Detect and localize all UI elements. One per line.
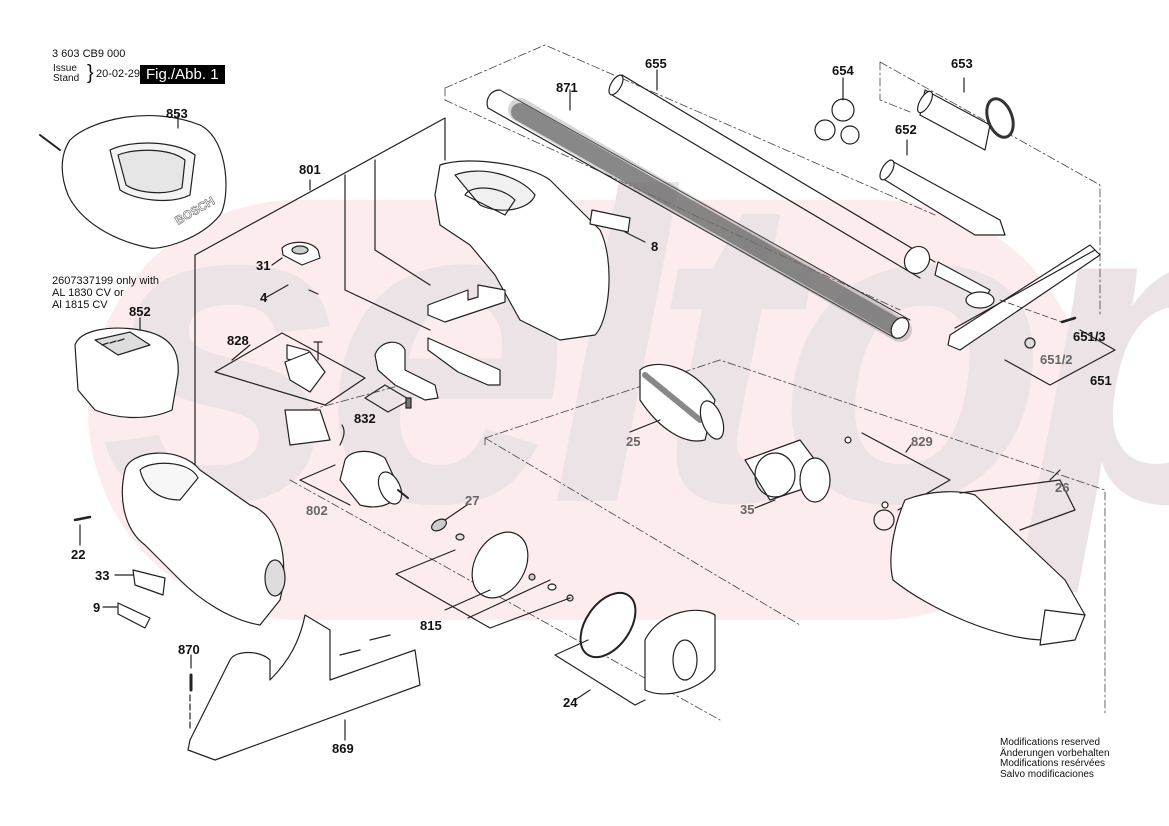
modifications-de: Änderungen vorbehalten [1000,747,1110,759]
boundary-motor-axis [289,379,721,721]
boundary-nozzle-group [879,61,1101,316]
dust-container-26 [890,469,1086,646]
brace: } [87,62,94,84]
modifications-es: Salvo modificaciones [1000,768,1094,780]
assembly-boundaries [289,44,1106,721]
trigger-832 [364,341,439,413]
part-label-870: 870 [178,642,200,657]
floor-nozzle-651 [934,244,1116,386]
part-label-27: 27 [465,493,480,508]
part-label-8: 8 [651,239,659,254]
modifications-fr: Modifications resérvées [1000,758,1106,769]
part-label-22: 22 [71,547,86,562]
stand-label: Stand [53,73,80,84]
figure-label: Fig./Abb. 1 [140,65,225,84]
hose-871 [486,89,912,342]
handle-housing-lower [73,452,286,626]
part-label-26: 26 [1055,480,1070,495]
part-label-651-3: 651/3 [1073,329,1106,344]
note-line-1: 2607337199 only with [52,275,160,287]
motor-802 [299,424,409,508]
issue-label: Issue [53,63,77,74]
charger-853: BOSCH [39,114,227,249]
part-label-828: 828 [227,333,249,348]
part-label-853: 853 [166,106,188,121]
part-label-35: 35 [740,502,755,517]
part-label-829: 829 [911,434,933,449]
part-label-654: 654 [832,63,854,78]
battery-pack-852 [74,317,179,419]
fan-kit-815 [395,531,574,629]
note-line-2: AL 1830 CV or [52,287,124,299]
pleated-filter-25 [629,363,725,442]
part-label-24: 24 [563,695,578,710]
part-label-801: 801 [299,162,321,177]
watermark-text: seltop [100,104,1169,595]
leader-801 [194,117,446,471]
document-number: 3 603 CB9 000 [52,48,126,60]
boundary-filter-group [484,359,1106,716]
foam-insert-l [427,284,506,323]
part-label-651: 651 [1090,373,1112,388]
issue-date: 20-02-29 [96,68,141,80]
part-label-31: 31 [256,258,271,273]
housing-half-upper [434,160,610,341]
label-9 [102,602,151,629]
battery-compat-note: 2607337199 only with AL 1830 CV or Al 18… [52,275,159,311]
label-33 [114,569,166,596]
cover-24 [554,591,716,706]
filter-cage-35 [744,439,831,509]
part-label-869: 869 [332,741,354,756]
switch-cover-31 [271,241,321,266]
part-label-871: 871 [556,80,578,95]
clip-654 [814,77,860,145]
seal-ring-27 [431,504,468,532]
modifications-notice: Modifications reserved Änderungen vorbeh… [1000,737,1110,780]
issue-stand-labels: Issue Stand [53,64,79,84]
part-label-815: 815 [420,618,442,633]
electronics-module-828 [214,332,366,446]
part-label-652: 652 [895,122,917,137]
part-label-33: 33 [95,568,110,583]
part-label-852: 852 [129,304,151,319]
part-label-651-2: 651/2 [1040,352,1073,367]
part-label-802: 802 [306,503,328,518]
crevice-nozzle-652 [879,139,1006,236]
part-label-655: 655 [645,56,667,71]
part-label-832: 832 [354,411,376,426]
stand-869 [187,614,421,761]
note-line-3: Al 1815 CV [52,299,108,311]
label-plate-8 [589,209,646,243]
modifications-en: Modifications reserved [1000,737,1101,748]
part-label-9: 9 [93,600,101,615]
part-label-653: 653 [951,56,973,71]
part-label-4: 4 [260,290,268,305]
tube-655 [608,69,936,279]
part-label-25: 25 [626,434,641,449]
brush-nozzle-653 [917,77,1015,151]
boundary-hose-group [444,44,936,311]
foam-insert-long [427,337,501,386]
